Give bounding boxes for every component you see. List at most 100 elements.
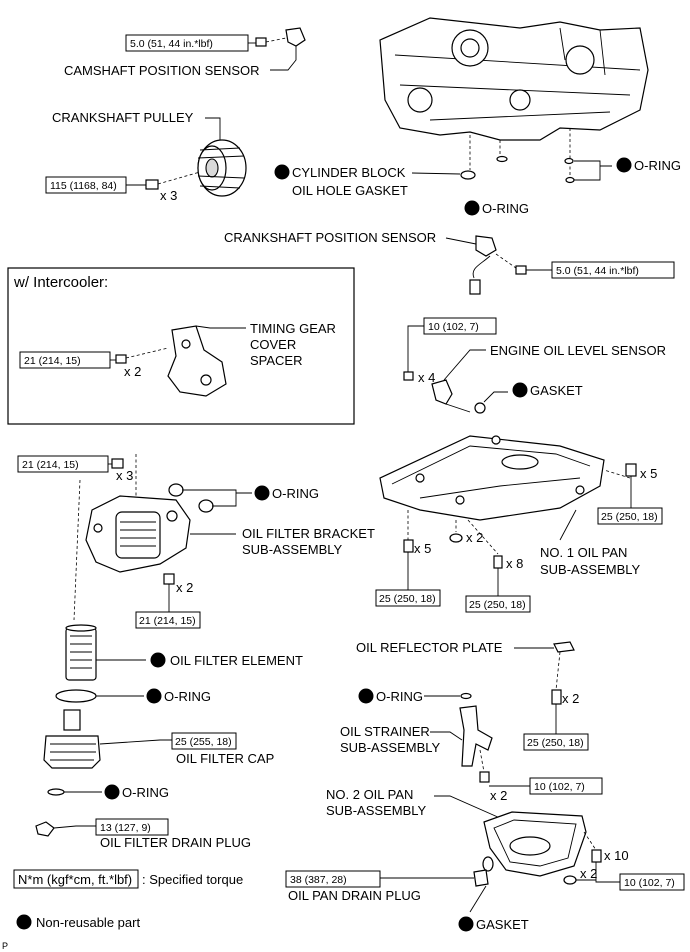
bracket-bottom-torque: 21 (214, 15) (139, 615, 196, 627)
pan2-torque: 10 (102, 7) (624, 877, 675, 889)
camshaft-sensor-label: CAMSHAFT POSITION SENSOR (64, 63, 260, 78)
filter-drain-torque-box (95, 818, 169, 836)
pan1-mid-qty-a: x 2 (466, 530, 483, 545)
no1-oil-pan (379, 435, 605, 521)
pulley-bolt (145, 179, 159, 190)
pan2-qty-a: x 10 (604, 848, 629, 863)
spacer-qty: x 2 (124, 364, 141, 379)
pan2-bolt (591, 849, 602, 863)
o-ring-label-drain: O-RING (122, 785, 169, 800)
pan1-mid-qty-b: x 8 (506, 556, 523, 571)
timing-gear-cover-spacer (167, 325, 227, 397)
tgcs-label-3: SPACER (250, 353, 303, 368)
pan2-qty-b: x 2 (580, 866, 597, 881)
tgcs-label-1: TIMING GEAR (250, 321, 336, 336)
intercooler-panel (7, 267, 355, 425)
non-reusable-mark (512, 382, 528, 398)
non-reusable-mark (458, 916, 474, 932)
pan1-left-qty: x 5 (414, 541, 431, 556)
non-reusable-mark (150, 652, 166, 668)
non-reusable-mark (16, 914, 32, 930)
filter-drain-label: OIL FILTER DRAIN PLUG (100, 835, 251, 850)
oil-strainer (459, 705, 493, 767)
crank-sensor-label: CRANKSHAFT POSITION SENSOR (224, 230, 436, 245)
bracket-top-bolt (111, 458, 124, 469)
oil-filter-element (65, 624, 97, 681)
pan2-label-2: SUB-ASSEMBLY (326, 803, 427, 818)
level-sensor-label: ENGINE OIL LEVEL SENSOR (490, 343, 666, 358)
non-reusable-mark (104, 784, 120, 800)
level-sensor-gasket (474, 402, 486, 414)
level-sensor-torque: 10 (102, 7) (428, 321, 479, 333)
pan1-mid-torque-box (465, 595, 531, 613)
pan1-right-bolt (625, 463, 637, 477)
pan1-mid-torque: 25 (250, 18) (469, 599, 526, 611)
gasket-label-level: GASKET (530, 383, 583, 398)
pulley-torque: 115 (1168, 84) (50, 180, 117, 192)
strainer-qty: x 2 (490, 788, 507, 803)
pan-drain-torque-box (285, 870, 381, 888)
engine-oil-level-sensor (431, 379, 453, 405)
filter-cap-label: OIL FILTER CAP (176, 751, 274, 766)
bracket-bottom-torque-box (135, 611, 201, 629)
intercooler-label: w/ Intercooler: (13, 274, 108, 291)
drain-plug-o-ring (47, 788, 65, 796)
o-ring-small-c (565, 176, 575, 184)
pan1-right-torque-box (597, 507, 663, 525)
level-sensor-bolt (403, 371, 414, 381)
pan2-nut (563, 875, 577, 885)
filter-element-label: OIL FILTER ELEMENT (170, 653, 303, 668)
reflector-torque-box (523, 733, 589, 751)
cyl-gasket-label-1: CYLINDER BLOCK (292, 165, 406, 180)
bracket-top-torque: 21 (214, 15) (22, 459, 79, 471)
crank-sensor-bolt (515, 265, 527, 275)
crank-sensor-torque-box (551, 261, 675, 279)
legend-nonreusable: Non-reusable part (36, 915, 140, 930)
strainer-o-ring (460, 692, 472, 700)
corner-mark: P (2, 941, 8, 951)
bracket-bottom-qty: x 2 (176, 580, 193, 595)
filter-cap-torque: 25 (255, 18) (175, 736, 232, 748)
o-ring-label-strainer: O-RING (376, 689, 423, 704)
reflector-bolt (551, 689, 562, 705)
legend-torque: : Specified torque (142, 872, 243, 887)
reflector-label: OIL REFLECTOR PLATE (356, 640, 503, 655)
oil-filter-bracket (85, 495, 191, 573)
camshaft-bolt (255, 37, 267, 47)
non-reusable-mark (464, 200, 480, 216)
reflector-torque: 25 (250, 18) (527, 737, 584, 749)
non-reusable-mark (146, 688, 162, 704)
o-ring-small-a (496, 155, 508, 163)
legend-unit-box (13, 869, 139, 889)
engine-block (379, 17, 649, 141)
spacer-bolt (115, 354, 127, 364)
bracket-o-ring-b (198, 499, 214, 513)
strainer-torque-box (529, 777, 603, 795)
no2-oil-pan (483, 811, 587, 877)
oil-reflector-plate (553, 641, 575, 653)
cylinder-block-gasket (460, 170, 476, 180)
o-ring-label-block: O-RING (482, 201, 529, 216)
pan2-torque-box (619, 873, 685, 891)
non-reusable-mark (616, 157, 632, 173)
pan-drain-gasket (482, 856, 494, 872)
camshaft-torque: 5.0 (51, 44 in.*lbf) (130, 38, 213, 50)
pan1-left-torque: 25 (250, 18) (379, 593, 436, 605)
pan2-label-1: NO. 2 OIL PAN (326, 787, 413, 802)
pan1-label-1: NO. 1 OIL PAN (540, 545, 627, 560)
non-reusable-mark (254, 485, 270, 501)
pan1-left-bolt (403, 539, 414, 553)
o-ring-label-right: O-RING (634, 158, 681, 173)
pan1-right-qty: x 5 (640, 466, 657, 481)
reflector-qty: x 2 (562, 691, 579, 706)
non-reusable-mark (274, 164, 290, 180)
camshaft-sensor (285, 27, 306, 47)
crankshaft-position-sensor (469, 235, 497, 295)
pan1-mid-nut (449, 533, 463, 543)
filter-cap-o-ring (55, 689, 97, 703)
level-sensor-qty: x 4 (418, 370, 435, 385)
strainer-bolt (479, 771, 490, 783)
bracket-o-ring-a (168, 483, 184, 497)
bracket-label-2: SUB-ASSEMBLY (242, 542, 343, 557)
